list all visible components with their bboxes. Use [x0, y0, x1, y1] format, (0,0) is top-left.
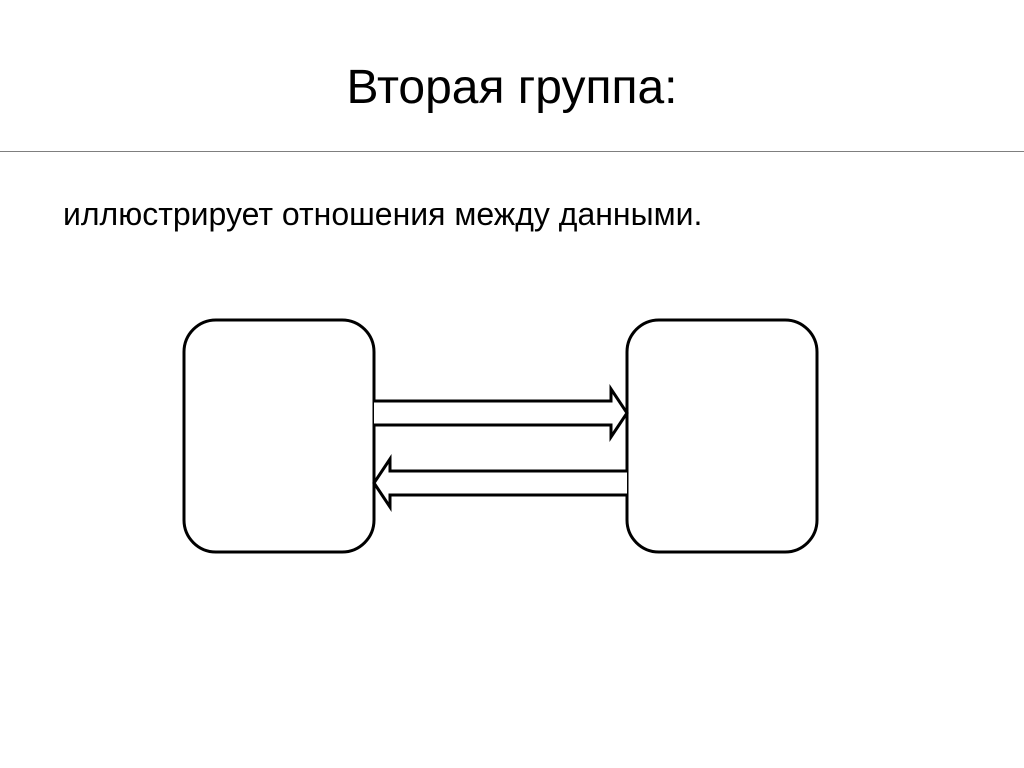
arrow-right-to-left	[372, 454, 627, 512]
diagram-node-right	[625, 318, 819, 554]
slide-title: Вторая группа:	[346, 61, 678, 114]
slide-body-text: иллюстрирует отношения между данными.	[63, 196, 703, 232]
arrow-left-to-right	[374, 384, 629, 442]
diagram-node-left	[182, 318, 376, 554]
title-divider	[0, 151, 1024, 152]
